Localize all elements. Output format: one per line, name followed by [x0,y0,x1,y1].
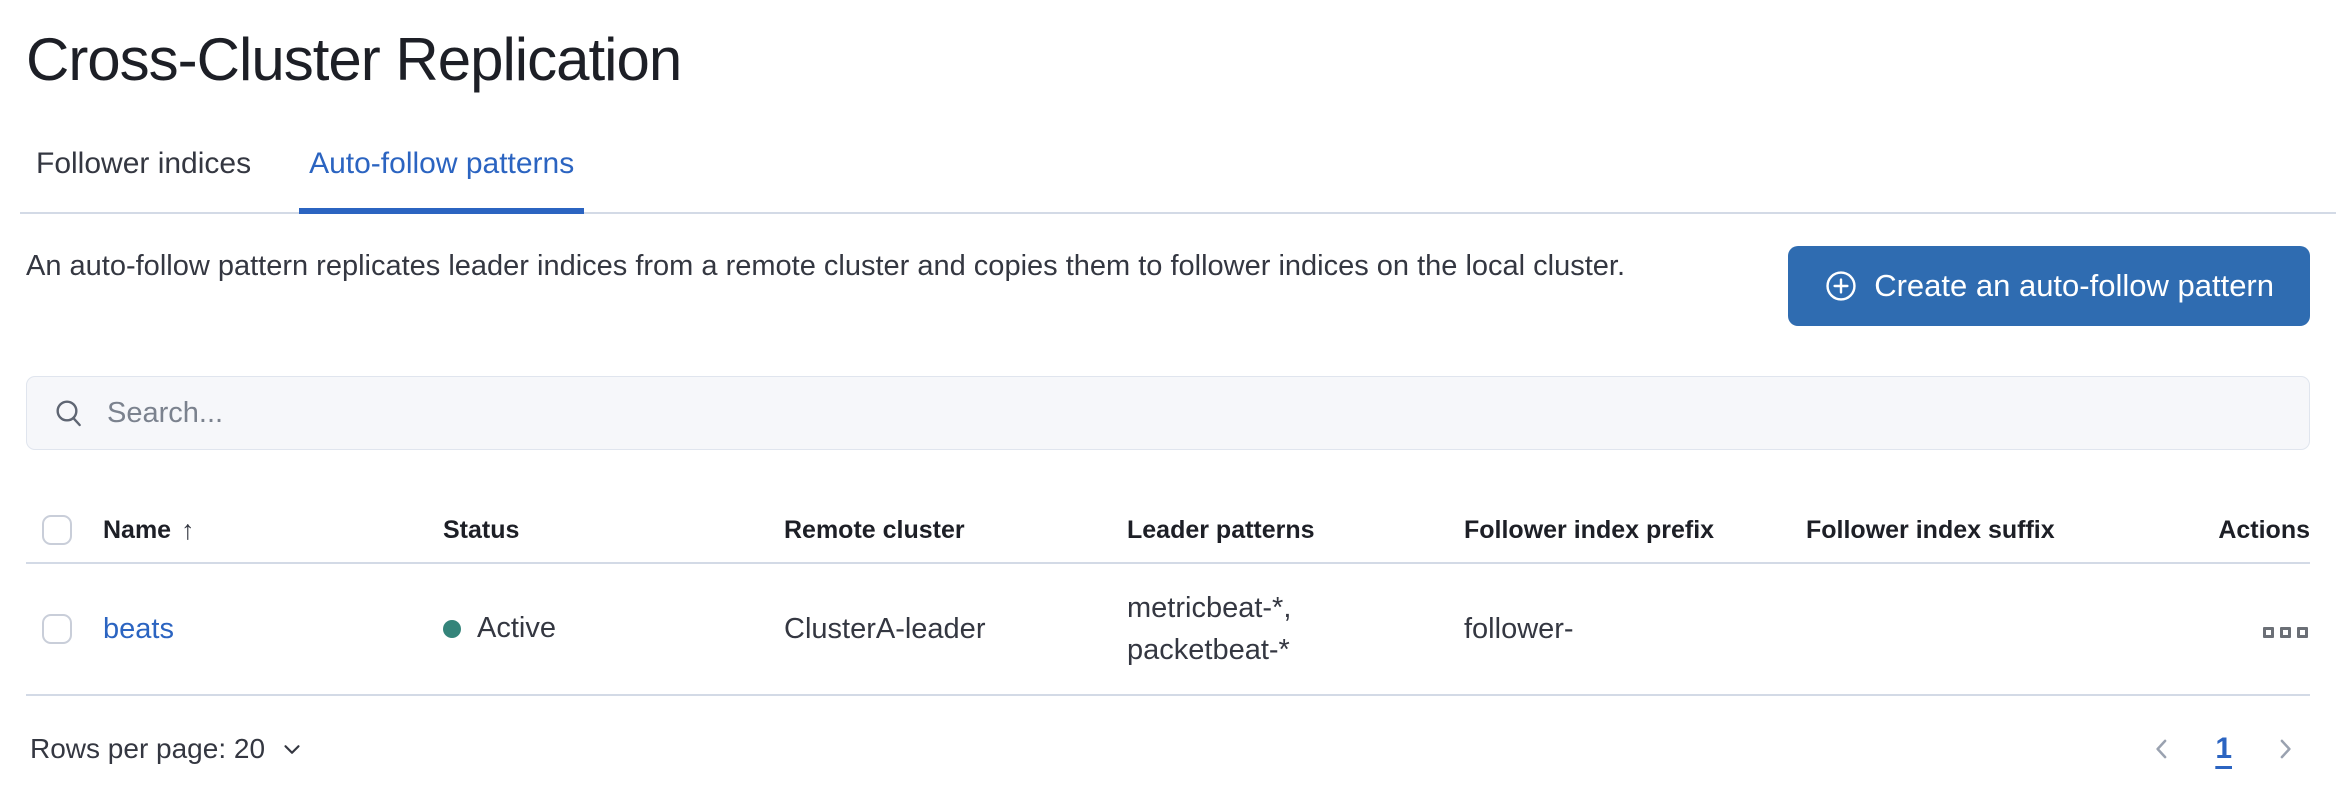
search-input[interactable] [107,396,2283,430]
cell-actions [2148,613,2310,646]
rows-per-page-selector[interactable]: Rows per page: 20 [26,733,305,765]
next-page-button[interactable] [2270,734,2300,764]
intro-text: An auto-follow pattern replicates leader… [26,250,1626,282]
status-active-dot-icon [443,619,461,638]
create-auto-follow-pattern-button[interactable]: Create an auto-follow pattern [1788,246,2310,326]
header-leader-patterns: Leader patterns [1127,515,1315,544]
pattern-name-link[interactable]: beats [103,612,174,645]
header-remote-cluster: Remote cluster [784,515,965,544]
auto-follow-patterns-table: Name ↑ Status Remote cluster Leader patt… [26,498,2310,696]
header-follower-index-suffix: Follower index suffix [1806,515,2055,544]
tabs: Follower indices Auto-follow patterns [20,146,2336,214]
pagination-bar: Rows per page: 20 1 [26,732,2310,766]
search-icon [53,397,85,429]
cell-name: beats [103,613,443,646]
tab-auto-follow-patterns[interactable]: Auto-follow patterns [299,146,585,214]
page-number-current[interactable]: 1 [2215,732,2232,765]
header-name-label: Name [103,515,172,544]
cell-leader-patterns: metricbeat-*, packetbeat-* [1127,592,1292,666]
header-name[interactable]: Name ↑ [103,515,443,546]
header-status: Status [443,515,520,544]
cell-follower-index-prefix: follower- [1464,612,1574,645]
row-select-cell [26,614,103,644]
page-title: Cross-Cluster Replication [26,26,682,93]
row-actions-button[interactable] [2261,621,2310,644]
tab-follower-indices[interactable]: Follower indices [36,147,252,180]
status-label: Active [477,612,556,645]
header-follower-index-prefix: Follower index prefix [1464,515,1715,544]
create-button-label: Create an auto-follow pattern [1874,268,2274,303]
cross-cluster-replication-page: Cross-Cluster Replication Follower indic… [20,26,2336,766]
chevron-down-icon [279,736,305,762]
header-actions: Actions [2218,515,2310,544]
table-row-beats: beats Active ClusterA-leader metricbeat-… [26,564,2310,696]
boxes-horizontal-icon [2280,626,2291,638]
select-all-checkbox[interactable] [42,515,72,545]
previous-page-button[interactable] [2147,734,2177,764]
header-select-all-cell [26,515,103,545]
plus-in-circle-icon [1824,269,1858,303]
boxes-horizontal-icon [2263,626,2274,638]
cell-status: Active [443,612,784,646]
row-checkbox[interactable] [42,614,72,644]
intro-row: An auto-follow pattern replicates leader… [26,244,2310,326]
rows-per-page-label: Rows per page: 20 [30,733,266,764]
sort-ascending-arrow-icon: ↑ [181,514,195,545]
search-bar [26,376,2310,450]
pager: 1 [2147,732,2310,766]
boxes-horizontal-icon [2297,626,2308,638]
table-header-row: Name ↑ Status Remote cluster Leader patt… [26,498,2310,564]
cell-remote-cluster: ClusterA-leader [784,612,986,645]
